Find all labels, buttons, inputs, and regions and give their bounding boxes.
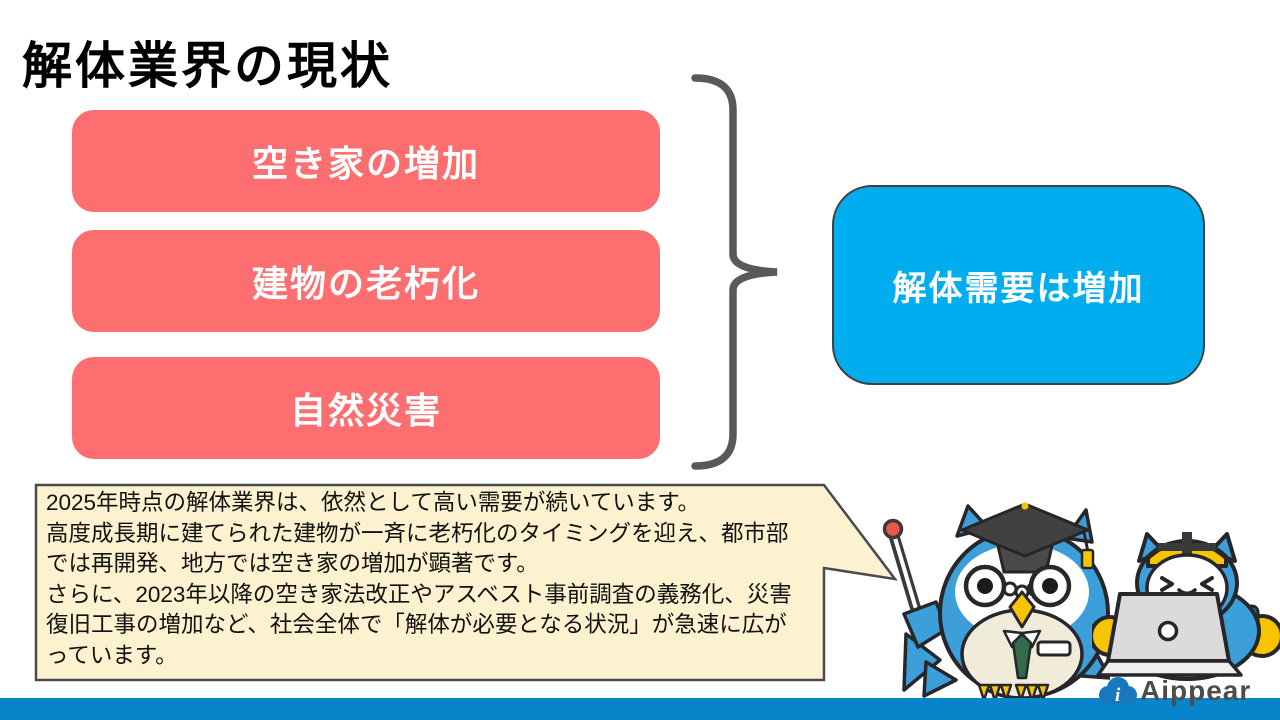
owl-feet-icon — [977, 683, 1050, 701]
factor-box-label: 建物の老朽化 — [251, 263, 480, 304]
footer-accent-bar — [0, 698, 1280, 720]
note-paragraph: さらに、2023年以降の空き家法改正やアスベスト事前調査の義務化、災害復旧工事の… — [46, 581, 792, 668]
curly-brace-icon — [691, 74, 778, 470]
factor-box-label: 空き家の増加 — [251, 143, 480, 184]
factor-box-vacant-houses: 空き家の増加 — [72, 110, 660, 212]
graduation-cap-icon — [960, 502, 1095, 574]
cloud-logo-icon: i — [1099, 677, 1137, 706]
note-paragraph: 高度成長期に建てられた建物が一斉に老朽化のタイミングを迎え、都市部では再開発、地… — [46, 520, 789, 577]
svg-text:i: i — [1115, 685, 1121, 706]
brand-logo: i Aippear — [1096, 674, 1251, 708]
factor-box-aging-buildings: 建物の老朽化 — [72, 230, 660, 332]
speech-bubble — [34, 483, 898, 682]
factor-box-label: 自然災害 — [289, 390, 442, 431]
note-paragraph: 2025年時点の解体業界は、依然として高い需要が続いています。 — [46, 490, 700, 515]
builder-robot-mascot-icon — [1092, 532, 1280, 681]
owl-professor-mascot-icon — [882, 502, 1110, 701]
conclusion-box: 解体需要は増加 — [832, 185, 1205, 385]
logo-text: Aippear — [1140, 675, 1252, 706]
chest-badge-icon — [1036, 640, 1072, 657]
note-text: 2025年時点の解体業界は、依然として高い需要が続いています。 高度成長期に建て… — [46, 488, 806, 672]
necktie-icon — [1002, 629, 1042, 680]
page-title: 解体業界の現状 — [22, 37, 393, 94]
beak-icon — [1008, 590, 1036, 629]
conclusion-label: 解体需要は増加 — [892, 269, 1145, 308]
factor-box-natural-disasters: 自然災害 — [72, 357, 660, 459]
laptop-icon — [1096, 592, 1243, 677]
pointer-stick-icon — [882, 518, 926, 629]
